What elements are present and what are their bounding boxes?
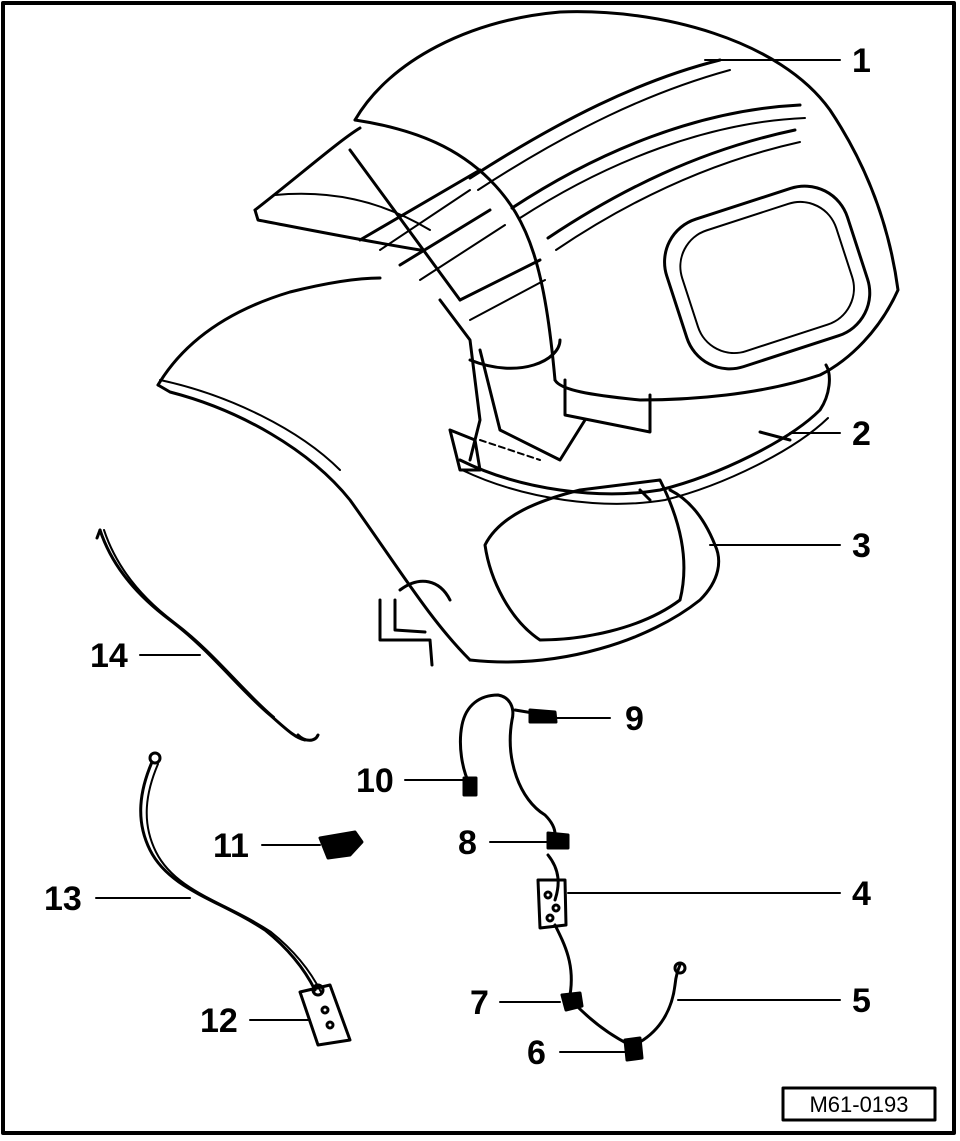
part-14-cable <box>95 528 320 742</box>
part-3-rear-shell <box>156 276 721 667</box>
callout-8: 8 <box>458 824 477 862</box>
part-12-hinge-plate <box>298 983 352 1047</box>
part-10-connector <box>462 776 478 797</box>
callout-11: 11 <box>213 827 249 865</box>
callout-4: 4 <box>852 875 871 913</box>
part-8-connector <box>546 831 570 850</box>
callout-10: 10 <box>356 762 394 800</box>
part-9-connector <box>528 708 558 724</box>
part-1-top-cover <box>253 10 900 434</box>
callout-13: 13 <box>44 880 82 918</box>
part-6-connector <box>623 1036 644 1062</box>
callout-6: 6 <box>527 1034 546 1072</box>
callout-2: 2 <box>852 415 871 453</box>
part-2-frame-rail <box>458 363 831 505</box>
callout-3: 3 <box>852 527 871 565</box>
part-5-sensor <box>673 961 687 975</box>
reference-code: M61-0193 <box>809 1092 908 1117</box>
callout-1: 1 <box>852 42 871 80</box>
wire-harness <box>458 693 682 1047</box>
reference-code-box: M61-0193 <box>781 1086 937 1122</box>
leader-lines <box>95 59 841 1053</box>
callout-12: 12 <box>200 1002 238 1040</box>
callout-14: 14 <box>90 637 128 675</box>
callout-labels: 1 2 3 4 5 6 7 8 9 10 11 12 13 14 <box>44 42 871 1072</box>
callout-9: 9 <box>625 700 644 738</box>
part-4-switch-plate <box>536 878 568 930</box>
callout-5: 5 <box>852 982 871 1020</box>
part-13-strap <box>139 751 325 997</box>
part-7-connector <box>560 991 584 1012</box>
part-11-clip <box>318 830 364 860</box>
callout-7: 7 <box>470 984 489 1022</box>
